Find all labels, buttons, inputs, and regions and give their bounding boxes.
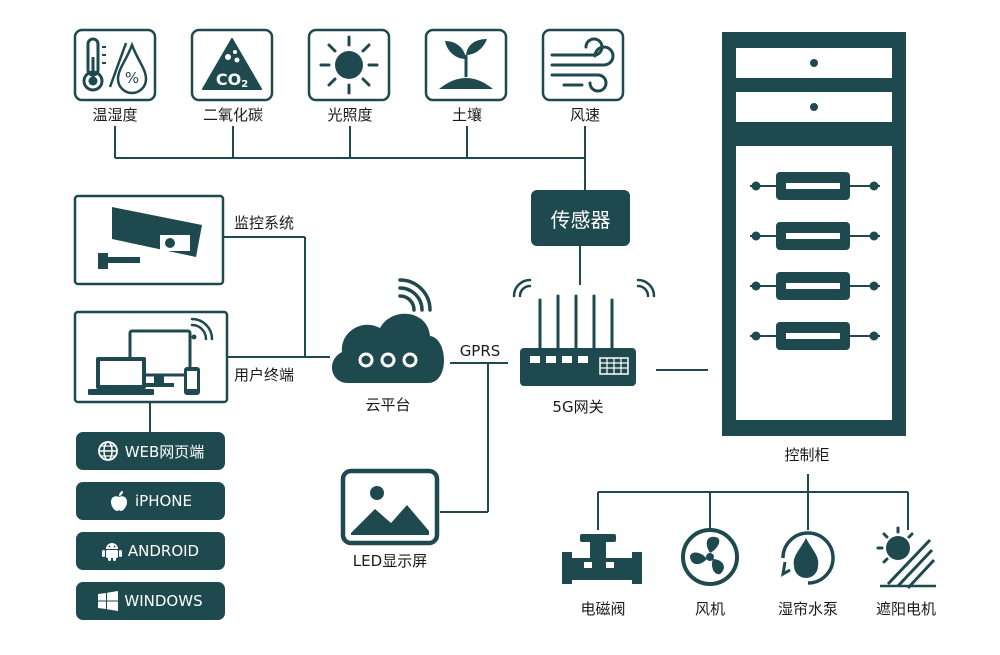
sensor-label-light: 光照度 (327, 106, 373, 124)
actuator-label-pump: 湿帘水泵 (777, 600, 839, 618)
user-terminal-label: 用户终端 (234, 366, 295, 384)
globe-icon (97, 441, 118, 461)
svg-text:CO2: CO2 (216, 70, 248, 90)
fan-icon[interactable] (681, 528, 739, 586)
valve-icon[interactable] (562, 534, 642, 584)
cloud-label: 云平台 (365, 396, 411, 414)
actuator-label-fan: 风机 (694, 600, 726, 618)
sensor-label-soil: 土壤 (451, 106, 483, 124)
security-camera-icon[interactable] (73, 194, 225, 286)
sunshade-motor-icon[interactable] (876, 526, 936, 590)
platform-iphone-button[interactable]: iPHONE (76, 482, 225, 520)
svg-text:%: % (125, 69, 139, 87)
platform-web-label: WEB网页端 (124, 442, 205, 461)
gprs-lines (440, 362, 508, 513)
sensor-bus-lines (114, 126, 586, 285)
platform-windows-button[interactable]: WINDOWS (76, 582, 225, 620)
wind-icon (541, 28, 625, 102)
router-icon[interactable] (512, 278, 656, 386)
water-pump-icon[interactable] (781, 531, 835, 585)
terminal-lines (149, 236, 330, 432)
soil-sprout-icon (424, 28, 508, 102)
platform-android-label: ANDROID (127, 542, 200, 560)
sensor-label-wind: 风速 (569, 106, 601, 124)
gateway-label: 5G网关 (552, 398, 604, 416)
windows-icon (98, 591, 119, 611)
sensor-label-co2: 二氧化碳 (202, 106, 264, 124)
thermometer-humidity-icon: % (73, 28, 157, 102)
platform-android-button[interactable]: ANDROID (76, 532, 225, 570)
actuator-label-valve: 电磁阀 (580, 600, 626, 618)
sensor-label-humidity: 温湿度 (92, 106, 138, 124)
sun-icon (307, 28, 391, 102)
actuator-bus-lines (597, 474, 909, 530)
led-label: LED显示屏 (352, 552, 428, 570)
cloud-icon[interactable] (331, 278, 444, 383)
cabinet-label: 控制柜 (784, 446, 830, 464)
platform-windows-label: WINDOWS (124, 592, 203, 610)
gprs-label: GPRS (459, 342, 501, 360)
platform-web-button[interactable]: WEB网页端 (76, 432, 225, 470)
devices-icon[interactable] (73, 310, 229, 404)
monitor-label: 监控系统 (234, 214, 295, 232)
platform-iphone-label: iPHONE (135, 492, 192, 510)
sensor-hub-label: 传感器 (550, 207, 611, 232)
android-icon (101, 543, 122, 561)
apple-icon (111, 491, 127, 511)
image-icon[interactable] (340, 468, 440, 546)
control-cabinet-icon[interactable] (722, 32, 906, 436)
sensor-hub-box[interactable]: 传感器 (531, 190, 630, 246)
actuator-label-sunshade: 遮阳电机 (875, 600, 937, 618)
co2-icon: CO2 (190, 28, 274, 102)
